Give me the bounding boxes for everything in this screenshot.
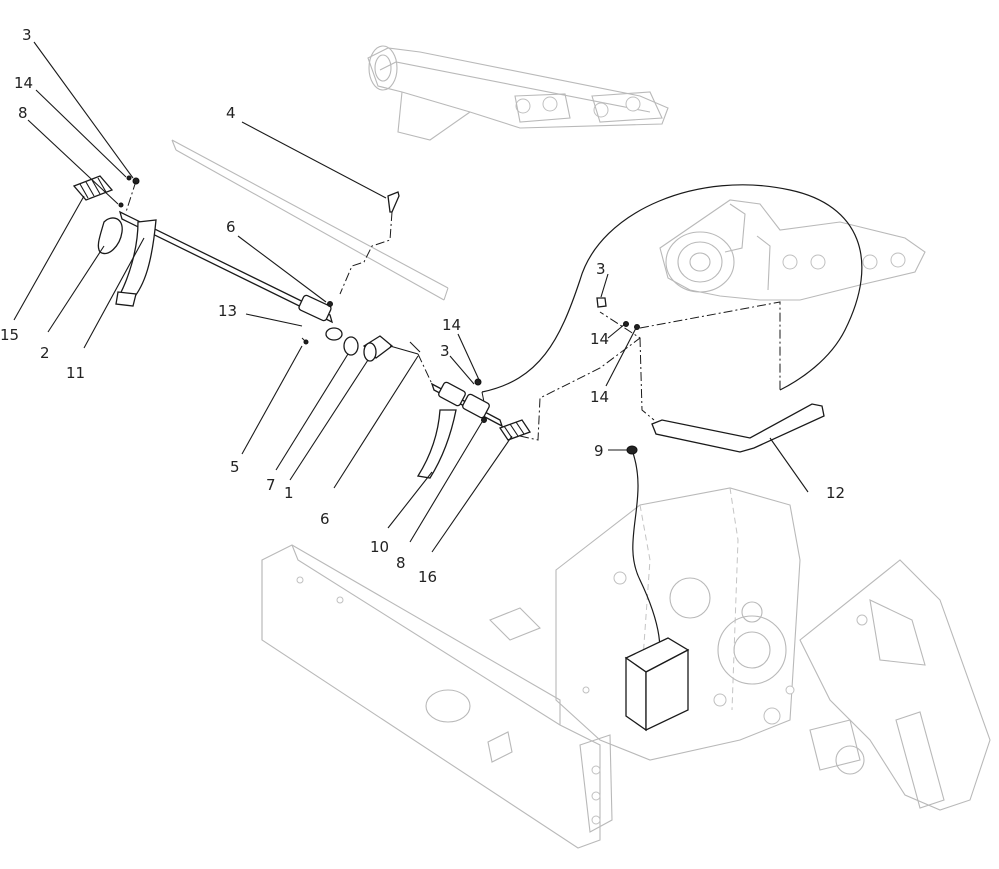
- lower-cable: [631, 449, 661, 651]
- pivot-arm: [659, 199, 926, 301]
- callout-3-right: 3: [596, 260, 606, 278]
- ring-part-7: [343, 336, 359, 356]
- control-box: [624, 637, 690, 732]
- callout-13: 13: [218, 302, 237, 320]
- boom-tube: [367, 45, 669, 141]
- nut-part-3-right: [596, 297, 607, 308]
- bolt-part-4: [387, 191, 400, 213]
- callout-3-top: 3: [22, 26, 32, 44]
- callout-7: 7: [266, 476, 276, 494]
- callout-4: 4: [226, 104, 236, 122]
- callout-14-top: 14: [14, 74, 33, 92]
- assembly-centerlines: [125, 180, 781, 441]
- spring-part-16: [499, 419, 531, 441]
- callout-2: 2: [40, 344, 50, 362]
- upper-rail-shaft: [171, 139, 449, 301]
- callout-6-lower: 6: [320, 510, 330, 528]
- cylinder-part-1: [362, 335, 421, 362]
- washer-part-14-top: [126, 175, 132, 181]
- pin-part-8-top: [118, 202, 124, 208]
- pedal-rod-assembly: [115, 210, 343, 345]
- grommet-part-9: [626, 445, 638, 455]
- side-bracket: [799, 559, 991, 811]
- pedal-arm-left: [116, 219, 157, 301]
- callout-14-right-lower: 14: [590, 388, 609, 406]
- callout-6-upper: 6: [226, 218, 236, 236]
- washer-part-14-right-a: [623, 321, 629, 327]
- pedal-arm-right: [416, 409, 457, 479]
- callout-9: 9: [594, 442, 604, 460]
- callout-11: 11: [66, 364, 85, 382]
- bracket-bar-part-12: [651, 403, 825, 453]
- handle-part-2: [97, 217, 123, 255]
- chassis-frame: [261, 544, 613, 849]
- callout-3-center: 3: [440, 342, 450, 360]
- gear-housing: [555, 487, 801, 761]
- callout-12: 12: [826, 484, 845, 502]
- callout-8-lower: 8: [396, 554, 406, 572]
- callout-labels: 3 14 8 15 2 11 4 6 13 5 7 1 6 14 3 10 8 …: [0, 26, 845, 586]
- callout-1: 1: [284, 484, 294, 502]
- parts: [72, 139, 825, 732]
- callout-15: 15: [0, 326, 19, 344]
- callout-14-right-upper: 14: [590, 330, 609, 348]
- main-cable: [481, 184, 863, 393]
- background-machine-frame: [261, 45, 991, 849]
- callout-5: 5: [230, 458, 240, 476]
- callout-16: 16: [418, 568, 437, 586]
- cable-routes: [481, 184, 863, 651]
- leader-lines: [13, 41, 809, 553]
- callout-10: 10: [370, 538, 389, 556]
- callout-14-center: 14: [442, 316, 461, 334]
- callout-8-top: 8: [18, 104, 28, 122]
- spring-part-15: [72, 175, 114, 201]
- pedal-assembly-right: [416, 378, 504, 479]
